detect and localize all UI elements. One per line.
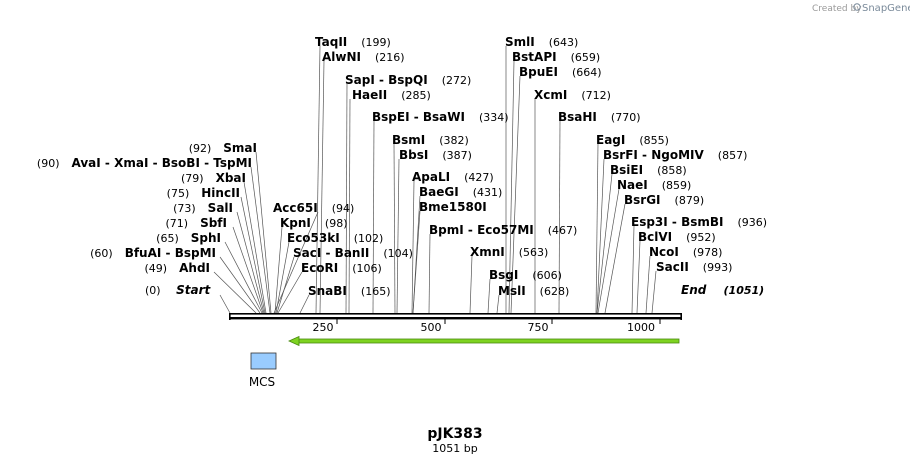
site-label[interactable]: BclVI(952) xyxy=(638,230,716,244)
site-label[interactable]: (60)BfuAI - BspMI xyxy=(90,246,216,260)
ruler-tick-label: 1000 xyxy=(627,321,655,334)
orf-arrow[interactable] xyxy=(288,335,680,347)
site-label[interactable]: Eco53kI(102) xyxy=(287,231,383,245)
site-label[interactable]: AlwNI(216) xyxy=(322,50,405,64)
site-label[interactable]: BpmI - Eco57MI(467) xyxy=(429,223,577,237)
site-label[interactable]: (71)SbfI xyxy=(165,216,227,230)
site-label[interactable]: BspEI - BsaWI(334) xyxy=(372,110,509,124)
site-label[interactable]: (75)HincII xyxy=(167,186,240,200)
site-label[interactable]: BsrGI(879) xyxy=(624,193,704,207)
site-label[interactable]: (73)SalI xyxy=(173,201,233,215)
leader-lines xyxy=(213,45,657,314)
site-label[interactable]: (49)AhdI xyxy=(145,261,210,275)
site-label[interactable]: (92)SmaI xyxy=(189,141,257,155)
site-label[interactable]: EcoRI(106) xyxy=(301,261,382,275)
ruler-tick-label: 750 xyxy=(528,321,549,334)
site-label[interactable]: Bme1580I xyxy=(419,200,487,214)
site-label[interactable]: SnaBI(165) xyxy=(308,284,391,298)
site-label[interactable]: XmnI(563) xyxy=(470,245,548,259)
plasmid-length: 1051 bp xyxy=(432,442,477,455)
start-label: (0) Start xyxy=(145,283,211,297)
site-label[interactable]: (79)XbaI xyxy=(181,171,246,185)
site-label[interactable]: NaeI(859) xyxy=(617,178,691,192)
site-label[interactable]: HaeII(285) xyxy=(352,88,431,102)
mcs-feature[interactable] xyxy=(250,352,277,370)
site-label[interactable]: XcmI(712) xyxy=(534,88,611,102)
site-label[interactable]: MslI(628) xyxy=(498,284,569,298)
credit-text: Created by xyxy=(812,4,862,14)
site-label[interactable]: SacII(993) xyxy=(656,260,732,274)
backbone xyxy=(229,313,682,320)
site-labels: TaqII(199) AlwNI(216) SapI - BspQI(272) … xyxy=(37,35,767,298)
site-label[interactable]: EagI(855) xyxy=(596,133,669,147)
ruler-tick-label: 250 xyxy=(313,321,334,334)
end-label: End (1051) xyxy=(681,283,764,297)
ruler-tick-label: 500 xyxy=(421,321,442,334)
site-label[interactable]: KpnI(98) xyxy=(280,216,348,230)
site-label[interactable]: SacI - BanII(104) xyxy=(293,246,413,260)
site-label[interactable]: BaeGI(431) xyxy=(419,185,502,199)
site-label[interactable]: BsaHI(770) xyxy=(558,110,641,124)
site-label[interactable]: TaqII(199) xyxy=(315,35,391,49)
ruler: 250 500 750 1000 xyxy=(313,319,661,334)
snapgene-logo-icon xyxy=(853,3,861,11)
plasmid-title: pJK383 xyxy=(427,426,482,442)
site-label[interactable]: BsiEI(858) xyxy=(610,163,687,177)
site-label[interactable]: BsmI(382) xyxy=(392,133,469,147)
credit-brand: SnapGene xyxy=(862,3,910,14)
site-label[interactable]: NcoI(978) xyxy=(649,245,722,259)
site-label[interactable]: BstAPI(659) xyxy=(512,50,600,64)
site-label[interactable]: Esp3I - BsmBI(936) xyxy=(631,215,767,229)
site-label[interactable]: ApaLI(427) xyxy=(412,170,494,184)
site-label[interactable]: BpuEI(664) xyxy=(519,65,602,79)
site-label[interactable]: SmlI(643) xyxy=(505,35,578,49)
site-label[interactable]: (65)SphI xyxy=(156,231,221,245)
site-label[interactable]: Acc65I(94) xyxy=(273,201,354,215)
site-label[interactable]: BsrFI - NgoMIV(857) xyxy=(603,148,747,162)
site-label[interactable]: BbsI(387) xyxy=(399,148,472,162)
site-label[interactable]: BsgI(606) xyxy=(489,268,562,282)
mcs-label: MCS xyxy=(249,375,275,389)
site-label[interactable]: (90)AvaI - XmaI - BsoBI - TspMI xyxy=(37,156,252,170)
site-label[interactable]: SapI - BspQI(272) xyxy=(345,73,471,87)
